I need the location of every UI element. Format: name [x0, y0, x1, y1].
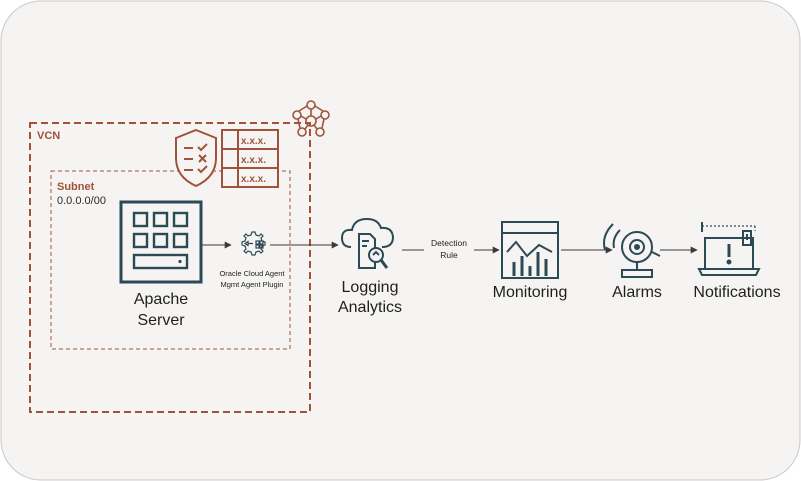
logging-analytics-icon — [340, 217, 395, 269]
detection-rule-label-line2: Rule — [440, 250, 458, 260]
subnet-cidr: 0.0.0.0/00 — [57, 195, 106, 207]
vcn-label: VCN — [37, 130, 60, 142]
agent-label-line1: Oracle Cloud Agent — [219, 269, 285, 278]
alarm-bell-icon — [603, 223, 661, 278]
security-rule-3: x.x.x. — [241, 174, 266, 185]
agent-gear-icon — [241, 231, 266, 256]
vcn-boundary — [29, 122, 311, 413]
logging-analytics-label-line2: Analytics — [338, 299, 402, 316]
apache-server-label-line2: Server — [137, 312, 185, 329]
detection-rule-label-line1: Detection — [431, 238, 467, 248]
alarms-label: Alarms — [612, 284, 662, 301]
apache-server-label-line1: Apache — [134, 291, 188, 308]
monitoring-label: Monitoring — [493, 284, 568, 301]
logging-analytics-label-line1: Logging — [342, 279, 399, 296]
monitoring-chart-icon — [501, 221, 559, 279]
notifications-label: Notifications — [693, 284, 780, 301]
network-hub-icon — [292, 100, 330, 137]
subnet-label: Subnet — [57, 181, 95, 193]
security-list-table: x.x.x. x.x.x. x.x.x. — [221, 129, 279, 188]
agent-label-line2: Mgmt Agent Plugin — [221, 280, 284, 289]
security-rule-1: x.x.x. — [241, 136, 266, 147]
laptop-alert-icon — [697, 222, 761, 276]
detection-rule-label-bg — [424, 236, 474, 262]
server-icon — [119, 200, 203, 284]
subnet-boundary — [50, 170, 291, 350]
security-rule-2: x.x.x. — [241, 155, 266, 166]
security-shield-icon — [175, 128, 217, 188]
